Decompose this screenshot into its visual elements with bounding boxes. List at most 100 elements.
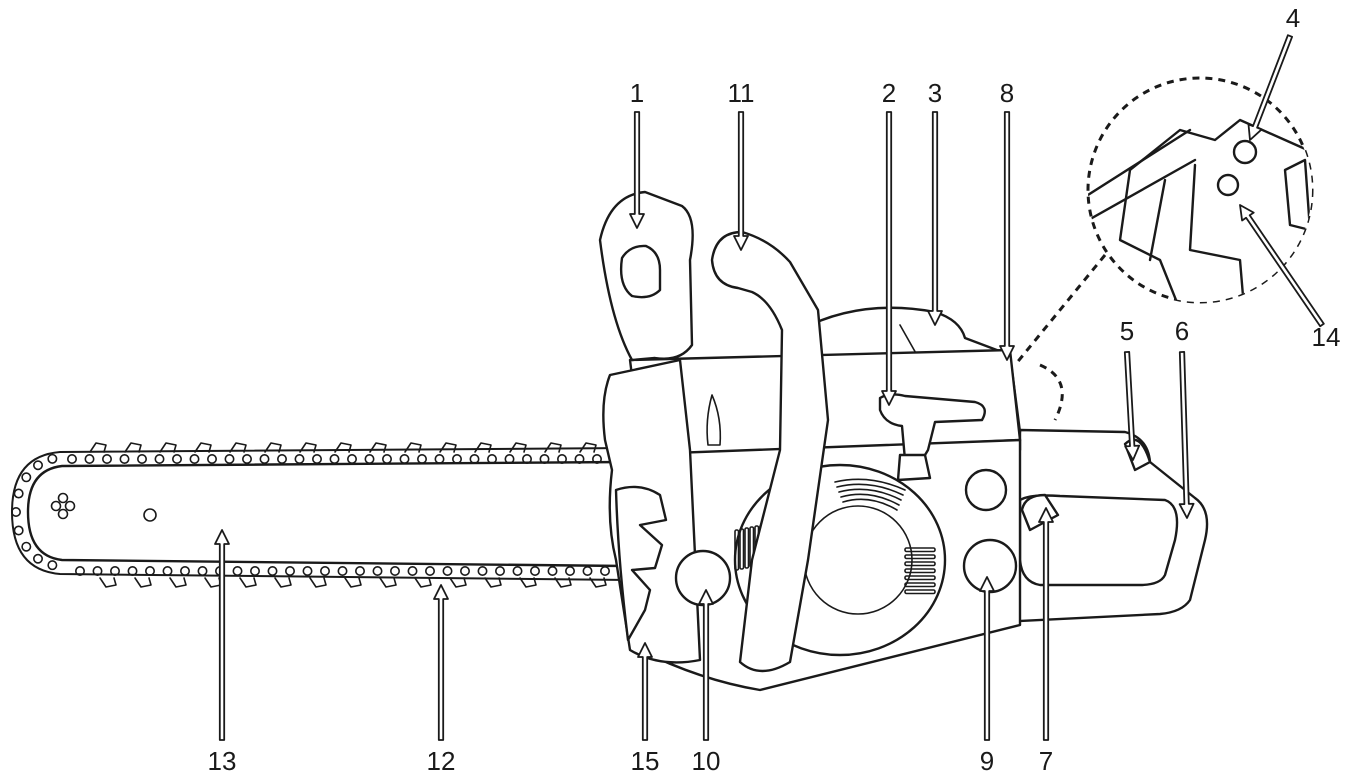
label-10: 10 [692, 746, 721, 776]
chain-link [424, 565, 435, 576]
callout-arrow [1239, 204, 1325, 328]
chain-link [110, 565, 121, 576]
chain-tooth [99, 577, 117, 588]
chain-link [32, 460, 43, 471]
chain-link [197, 565, 208, 576]
chain-links [11, 442, 628, 588]
chain-link [84, 453, 95, 464]
chain-tooth [229, 442, 247, 453]
chain-link [494, 565, 505, 576]
label-2: 2 [882, 78, 896, 108]
vent-slot [904, 589, 936, 595]
chain-tooth [509, 442, 527, 453]
callout-arrow [1247, 34, 1293, 141]
detail-inset [1013, 76, 1314, 421]
chain-link [47, 560, 58, 571]
detail-knob-14 [1216, 173, 1240, 197]
chain-link [564, 565, 575, 576]
chain-tooth [89, 442, 107, 453]
chain-tooth [134, 577, 152, 588]
callout-labels: 1 11 2 3 8 4 5 6 14 13 12 15 10 9 7 [208, 3, 1341, 776]
chain-link [451, 453, 462, 464]
chain-tooth [439, 442, 457, 453]
callout-arrow [433, 584, 449, 741]
vent-slot [734, 529, 740, 571]
vent-slot [834, 478, 906, 491]
chain-link [172, 453, 183, 464]
vent-slot [904, 561, 936, 567]
chain-tooth [264, 442, 282, 453]
chain-tooth [579, 442, 597, 453]
chain-link [591, 453, 602, 464]
chain-link [459, 565, 470, 576]
callout-arrow [1038, 507, 1054, 741]
chain-link [599, 565, 610, 576]
chain-link [119, 453, 130, 464]
vent-slot [842, 498, 898, 511]
chain-link [75, 565, 86, 576]
chain-link [582, 565, 593, 576]
chain-tooth [299, 442, 317, 453]
chain-link [329, 453, 340, 464]
chain-link [372, 565, 383, 576]
chain-tooth [379, 577, 397, 588]
chain-link [207, 453, 218, 464]
chain-link [21, 472, 32, 483]
label-1: 1 [630, 78, 644, 108]
chain-link [416, 453, 427, 464]
chain-link [381, 453, 392, 464]
chain-tooth [124, 442, 142, 453]
chain-tooth [309, 577, 327, 588]
chain-tooth [544, 442, 562, 453]
chain-link [319, 565, 330, 576]
bar-hole [143, 508, 157, 522]
chain-link [250, 565, 261, 576]
chain-tooth [474, 442, 492, 453]
chain-link [127, 565, 138, 576]
guide-bar [11, 442, 631, 588]
label-13: 13 [208, 746, 237, 776]
chain-link [13, 525, 24, 536]
chain-tooth [204, 577, 222, 588]
chain-tooth [369, 442, 387, 453]
label-14: 14 [1312, 322, 1341, 352]
label-7: 7 [1039, 746, 1053, 776]
chain-link [486, 453, 497, 464]
chain-link [180, 565, 191, 576]
chain-link [189, 453, 200, 464]
chain-tooth [404, 442, 422, 453]
chain-tooth [274, 577, 292, 588]
label-3: 3 [928, 78, 942, 108]
chain-link [547, 565, 558, 576]
chain-tooth [194, 442, 212, 453]
chain-tooth [484, 577, 502, 588]
chain-link [154, 453, 165, 464]
vent-slot [739, 528, 745, 570]
chain-link [102, 453, 113, 464]
label-5: 5 [1120, 316, 1134, 346]
vent-slot [904, 554, 936, 560]
chain-link [11, 506, 21, 517]
chain-link [469, 453, 480, 464]
chain-link [32, 553, 43, 564]
chain-tooth [334, 442, 352, 453]
chain-link [399, 453, 410, 464]
callout-arrow [979, 576, 995, 741]
chain-link [574, 453, 585, 464]
chain-link [276, 453, 287, 464]
vent-slot [904, 547, 936, 553]
callout-arrow [637, 642, 653, 741]
callout-arrow [733, 111, 749, 251]
chain-link [162, 565, 173, 576]
chain-link [242, 453, 253, 464]
label-6: 6 [1175, 316, 1189, 346]
bumper-spike [614, 485, 668, 642]
chain-link [337, 565, 348, 576]
bar-nose-rivets [50, 492, 76, 520]
detail-knob-4 [1232, 139, 1258, 165]
chain-link [389, 565, 400, 576]
chain-tooth [344, 577, 362, 588]
label-9: 9 [980, 746, 994, 776]
chain-link [259, 453, 270, 464]
